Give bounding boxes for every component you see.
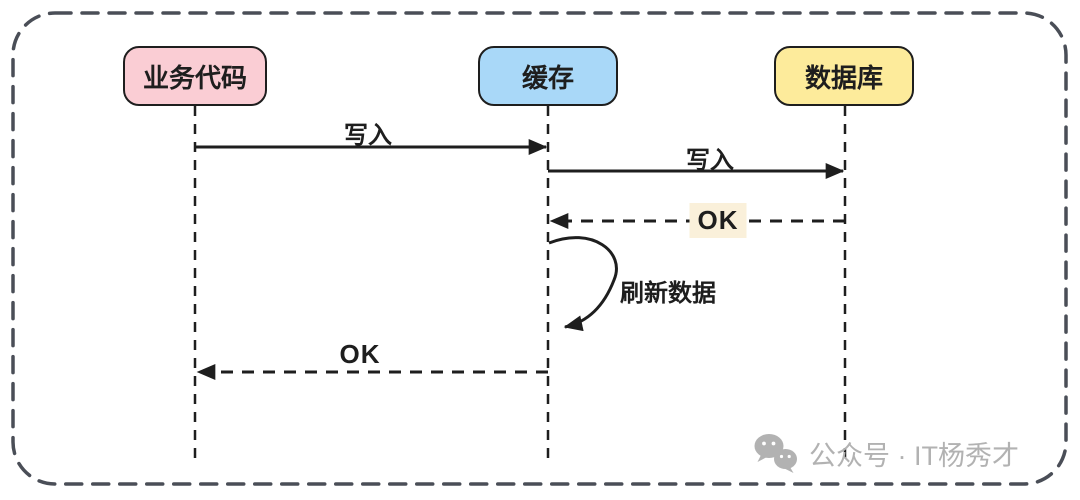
message-label-ok-1: OK [689, 203, 747, 238]
actor-box-database: 数据库 [774, 46, 914, 106]
message-label-refresh-data: 刷新数据 [620, 280, 716, 307]
arrow-self-loop-refresh [548, 236, 618, 332]
actor-box-cache: 缓存 [478, 46, 618, 106]
watermark-text: 公众号 · IT杨秀才 [809, 440, 1019, 471]
actor-label-database: 数据库 [804, 62, 883, 93]
actor-box-business-code: 业务代码 [123, 46, 267, 106]
message-label-write-2: 写入 [686, 147, 734, 174]
watermark: 公众号 · IT杨秀才 [752, 432, 1019, 474]
message-label-write-1: 写入 [344, 122, 392, 149]
wechat-icon [754, 434, 797, 473]
message-label-ok-2: OK [339, 339, 381, 369]
outer-dashed-border [11, 11, 1068, 486]
actor-label-cache: 缓存 [521, 62, 574, 93]
actor-label-business-code: 业务代码 [142, 62, 247, 93]
